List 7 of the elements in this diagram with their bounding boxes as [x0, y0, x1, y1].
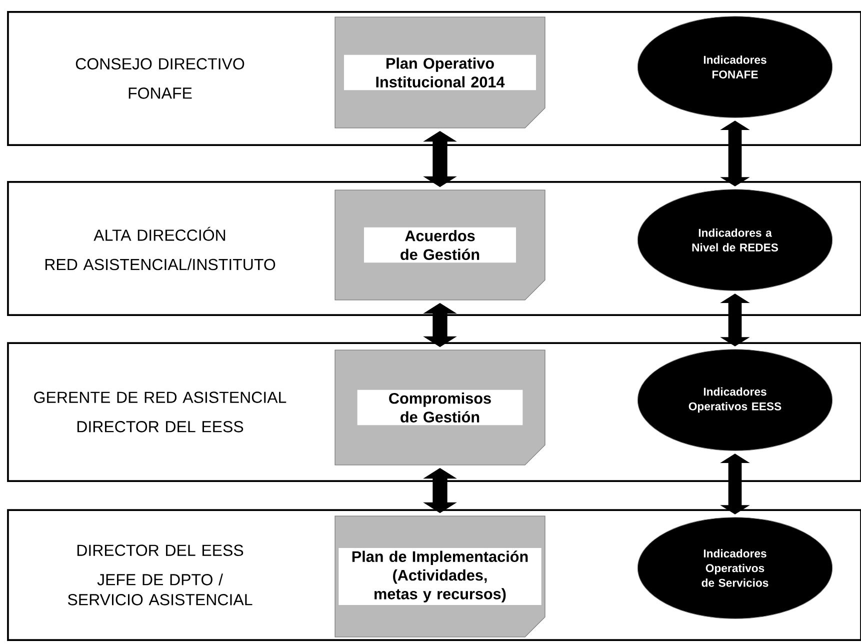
document-box: Compromisos de Gestión	[334, 350, 546, 466]
block-arrow	[720, 120, 750, 186]
block-arrow	[720, 454, 750, 514]
document-box: Acuerdos de Gestión	[334, 190, 546, 300]
document-box: Plan de Implementación (Actividades, metas y recursos)	[334, 516, 546, 638]
block-arrow	[720, 294, 750, 346]
document-box: Plan Operativo Institucional 2014	[334, 16, 546, 128]
